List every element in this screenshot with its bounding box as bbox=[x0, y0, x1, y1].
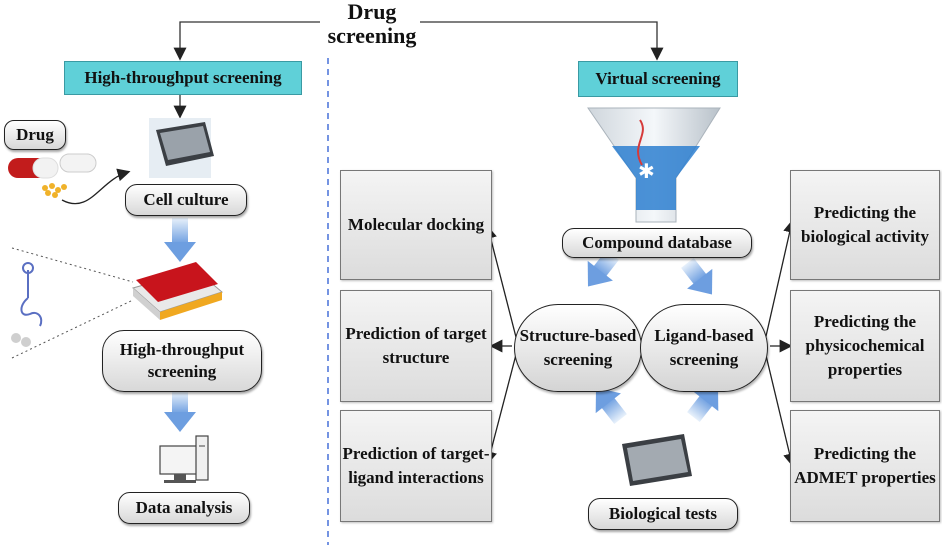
admet-box: Predicting the ADMET properties bbox=[790, 410, 940, 522]
structure-based-node: Structure-based screening bbox=[514, 304, 642, 392]
blue-arrow-2 bbox=[164, 392, 196, 432]
zoom-lines bbox=[11, 247, 134, 359]
blue-arrow-tests-to-structure bbox=[595, 387, 627, 424]
svg-text:✱: ✱ bbox=[638, 161, 655, 183]
blue-arrow-1 bbox=[164, 218, 196, 262]
biological-activity-box: Predicting the biological activity bbox=[790, 170, 940, 280]
target-structure-box: Prediction of target structure bbox=[340, 290, 492, 402]
physicochemical-box: Predicting the physicochemical propertie… bbox=[790, 290, 940, 402]
diagram-title: Drug screening bbox=[327, 0, 417, 48]
compound-funnel-icon: ✱ bbox=[587, 107, 721, 223]
virtual-screening-header: Virtual screening bbox=[578, 61, 738, 97]
drug-label: Drug bbox=[4, 120, 66, 150]
test-plate-icon bbox=[622, 434, 692, 486]
structure-output-arrows bbox=[484, 225, 519, 465]
ligand-output-arrows bbox=[763, 219, 797, 467]
target-ligand-box: Prediction of target-ligand interactions bbox=[340, 410, 492, 522]
pipette-icon bbox=[11, 262, 43, 347]
computer-icon bbox=[159, 435, 209, 483]
biological-tests-label: Biological tests bbox=[588, 498, 738, 530]
pill-capsule-icon bbox=[8, 153, 97, 198]
molecular-docking-box: Molecular docking bbox=[340, 170, 492, 280]
hts-header: High-throughput screening bbox=[64, 61, 302, 95]
ligand-based-node: Ligand-based screening bbox=[640, 304, 768, 392]
well-plate-icon bbox=[149, 118, 214, 178]
hts-node: High-throughput screening bbox=[102, 330, 262, 392]
cell-culture-label: Cell culture bbox=[125, 184, 247, 216]
compound-database-label: Compound database bbox=[562, 228, 752, 258]
curve-drug-to-culture bbox=[61, 168, 131, 205]
title-connectors bbox=[173, 21, 664, 61]
data-analysis-label: Data analysis bbox=[118, 492, 250, 524]
blue-arrow-db-to-ligand bbox=[681, 258, 713, 295]
robot-tip-rack-icon bbox=[131, 262, 224, 320]
